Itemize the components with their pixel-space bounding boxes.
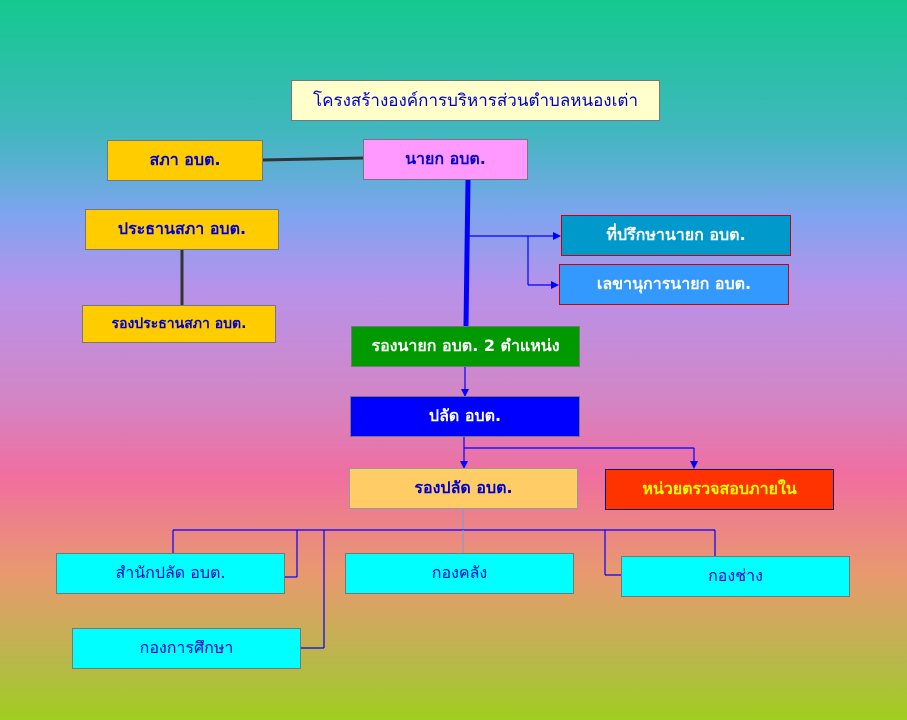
node-engineering: กองช่าง bbox=[621, 556, 850, 597]
node-education: กองการศึกษา bbox=[72, 628, 301, 669]
node-mayor: นายก อบต. bbox=[363, 139, 528, 180]
node-office-chief: สำนักปลัด อบต. bbox=[56, 553, 285, 594]
mayor-trunk bbox=[463, 179, 471, 327]
node-vice-council-chair: รองประธานสภา อบต. bbox=[82, 305, 276, 343]
node-internal-audit: หน่วยตรวจสอบภายใน bbox=[605, 469, 834, 510]
node-council: สภา อบต. bbox=[107, 140, 263, 181]
node-advisor: ที่ปรึกษานายก อบต. bbox=[561, 215, 791, 256]
chart-title: โครงสร้างองค์การบริหารส่วนตำบลหนองเต่า bbox=[291, 80, 660, 121]
node-deputy-chief-admin: รองปลัด อบต. bbox=[349, 468, 578, 509]
council-mayor-connector bbox=[261, 156, 365, 162]
node-secretary: เลขานุการนายก อบต. bbox=[559, 264, 789, 305]
node-council-chair: ประธานสภา อบต. bbox=[85, 209, 279, 250]
node-chief-admin: ปลัด อบต. bbox=[350, 396, 580, 437]
node-deputy-mayor: รองนายก อบต. 2 ตำแหน่ง bbox=[351, 326, 580, 367]
node-finance: กองคลัง bbox=[345, 553, 574, 594]
